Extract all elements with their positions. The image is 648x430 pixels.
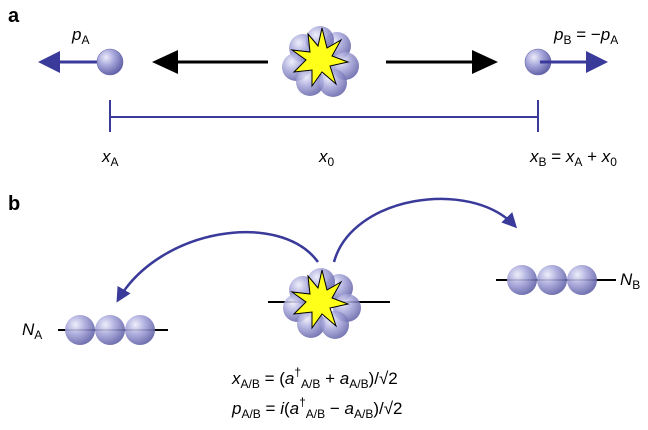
label-xA: xA [101, 147, 119, 169]
label-xB: xB = xA + x0 [529, 147, 617, 169]
curved-arrow-to-A [116, 231, 320, 303]
curved-arrow-to-B [332, 197, 518, 263]
label-NA: NA [22, 320, 42, 342]
black-arrow-right [386, 50, 498, 74]
explosion-cluster-a [282, 26, 359, 97]
distance-bracket [109, 100, 539, 132]
equation-x: xA/B = (a†A/B + aA/B)/√2 [231, 365, 398, 391]
equation-p: pA/B = i(a†A/B − aA/B)/√2 [231, 395, 403, 421]
panel-label-a: a [8, 5, 20, 27]
label-pA: pA [71, 25, 89, 47]
mode-A-chain [58, 315, 168, 345]
label-x0: x0 [318, 147, 335, 169]
label-pB: pB = −pA [553, 25, 618, 47]
panel-label-b: b [8, 193, 20, 215]
explosion-cluster-b [268, 268, 390, 339]
flash-icon [290, 27, 350, 88]
flash-icon [290, 269, 350, 330]
black-arrow-left [152, 50, 268, 74]
particle-a [96, 48, 124, 76]
particle-b-momentum-arrow [540, 51, 608, 73]
label-NB: NB [620, 270, 640, 292]
mode-B-chain [496, 265, 616, 295]
